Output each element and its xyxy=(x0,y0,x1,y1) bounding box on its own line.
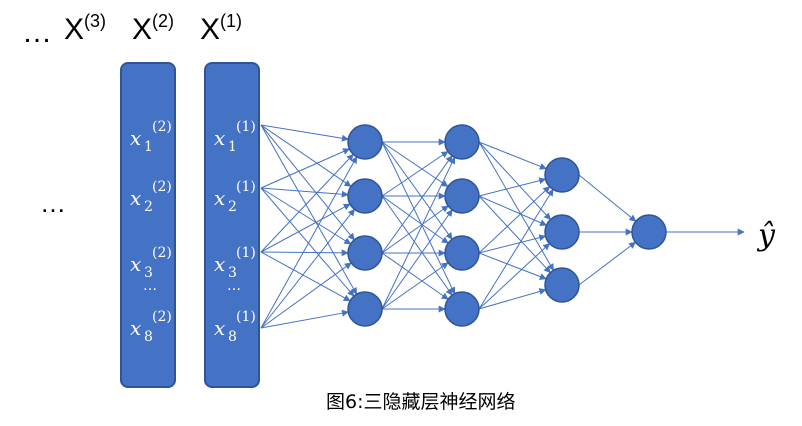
edge-input-2-to-h1-3 xyxy=(260,251,351,302)
edge-l0-2-to-l1-1 xyxy=(381,205,449,254)
edge-l0-3-to-l1-0 xyxy=(381,156,456,310)
edge-l1-0-to-l2-2 xyxy=(478,141,554,271)
hidden-node-l2-3 xyxy=(444,235,480,271)
edge-input-3-to-h1-3 xyxy=(260,309,349,329)
hidden-node-l2-1 xyxy=(444,124,480,160)
edge-l1-2-to-l2-2 xyxy=(478,252,547,280)
edge-l0-1-to-l1-2 xyxy=(381,195,449,244)
output-node xyxy=(631,214,667,250)
hidden-node-l2-2 xyxy=(444,178,480,214)
hidden-node-l3-2 xyxy=(544,214,580,250)
edge-input-0-to-h1-2 xyxy=(260,124,355,241)
edge-l1-1-to-l2-0 xyxy=(478,177,547,197)
edge-input-0-to-h1-1 xyxy=(260,124,352,187)
hidden-node-l3-3 xyxy=(544,267,580,303)
edge-input-1-to-h1-0 xyxy=(260,148,351,189)
figure-caption: 图6:三隐藏层神经网络 xyxy=(326,391,516,413)
edge-input-1-to-h1-3 xyxy=(260,187,355,297)
x2-ellipsis: … xyxy=(143,278,157,294)
edge-l0-0-to-l1-1 xyxy=(381,141,449,187)
x1-ellipsis: … xyxy=(227,278,241,294)
edge-l0-1-to-l1-3 xyxy=(381,195,453,296)
edge-l2-2-to-l3-0 xyxy=(578,241,637,286)
output-label: ŷ xyxy=(758,218,775,253)
edge-input-3-to-h1-0 xyxy=(260,156,358,329)
edge-input-3-to-h1-1 xyxy=(260,208,355,329)
side-ellipsis: … xyxy=(40,188,66,218)
edge-input-0-to-h1-0 xyxy=(260,124,349,142)
edge-input-3-to-h1-2 xyxy=(260,262,352,329)
hidden-node-l1-2 xyxy=(347,178,383,214)
edge-l1-3-to-l2-2 xyxy=(478,288,547,310)
top-ellipsis: … xyxy=(22,16,52,49)
edge-input-0-to-h1-3 xyxy=(260,124,358,295)
x2-label: X(2) xyxy=(132,11,175,46)
edge-l0-0-to-l1-2 xyxy=(381,141,453,240)
hidden-node-l2-4 xyxy=(444,291,480,327)
edge-l0-3-to-l1-2 xyxy=(381,262,449,310)
hidden-node-l1-1 xyxy=(347,124,383,160)
hidden-node-l1-4 xyxy=(347,291,383,327)
hidden-node-l3-1 xyxy=(544,157,580,193)
edge-l2-0-to-l3-0 xyxy=(578,174,637,222)
edge-l0-3-to-l1-1 xyxy=(381,209,453,310)
edge-l1-2-to-l2-0 xyxy=(478,186,551,254)
edge-l1-1-to-l2-1 xyxy=(478,195,548,226)
edge-l0-0-to-l1-3 xyxy=(381,141,456,295)
edge-l0-2-to-l1-0 xyxy=(381,155,453,254)
edge-input-2-to-h1-0 xyxy=(260,153,354,253)
edge-l1-1-to-l2-2 xyxy=(478,195,551,274)
x1-label: X(1) xyxy=(200,11,243,46)
edge-input-2-to-h1-2 xyxy=(260,249,349,257)
edge-l1-2-to-l2-1 xyxy=(478,234,547,254)
hidden-node-l1-3 xyxy=(347,235,383,271)
edge-l1-0-to-l2-0 xyxy=(478,141,547,170)
edge-l1-3-to-l2-0 xyxy=(478,188,554,310)
edge-input-2-to-h1-1 xyxy=(260,203,351,253)
edge-input-1-to-h1-2 xyxy=(260,187,352,245)
x3-label: X(3) xyxy=(64,11,107,46)
edge-l1-0-to-l2-1 xyxy=(478,141,551,221)
input-column-x1: x(1)1 x(1)2 x(1)3 … x(1)8 xyxy=(204,62,260,388)
input-column-x2: x(2)1 x(2)2 x(2)3 … x(2)8 xyxy=(120,62,176,388)
edge-input-1-to-h1-1 xyxy=(260,187,349,198)
edge-l1-3-to-l2-1 xyxy=(478,243,551,310)
edge-l0-1-to-l1-0 xyxy=(381,151,449,197)
edge-l0-2-to-l1-3 xyxy=(381,252,449,300)
